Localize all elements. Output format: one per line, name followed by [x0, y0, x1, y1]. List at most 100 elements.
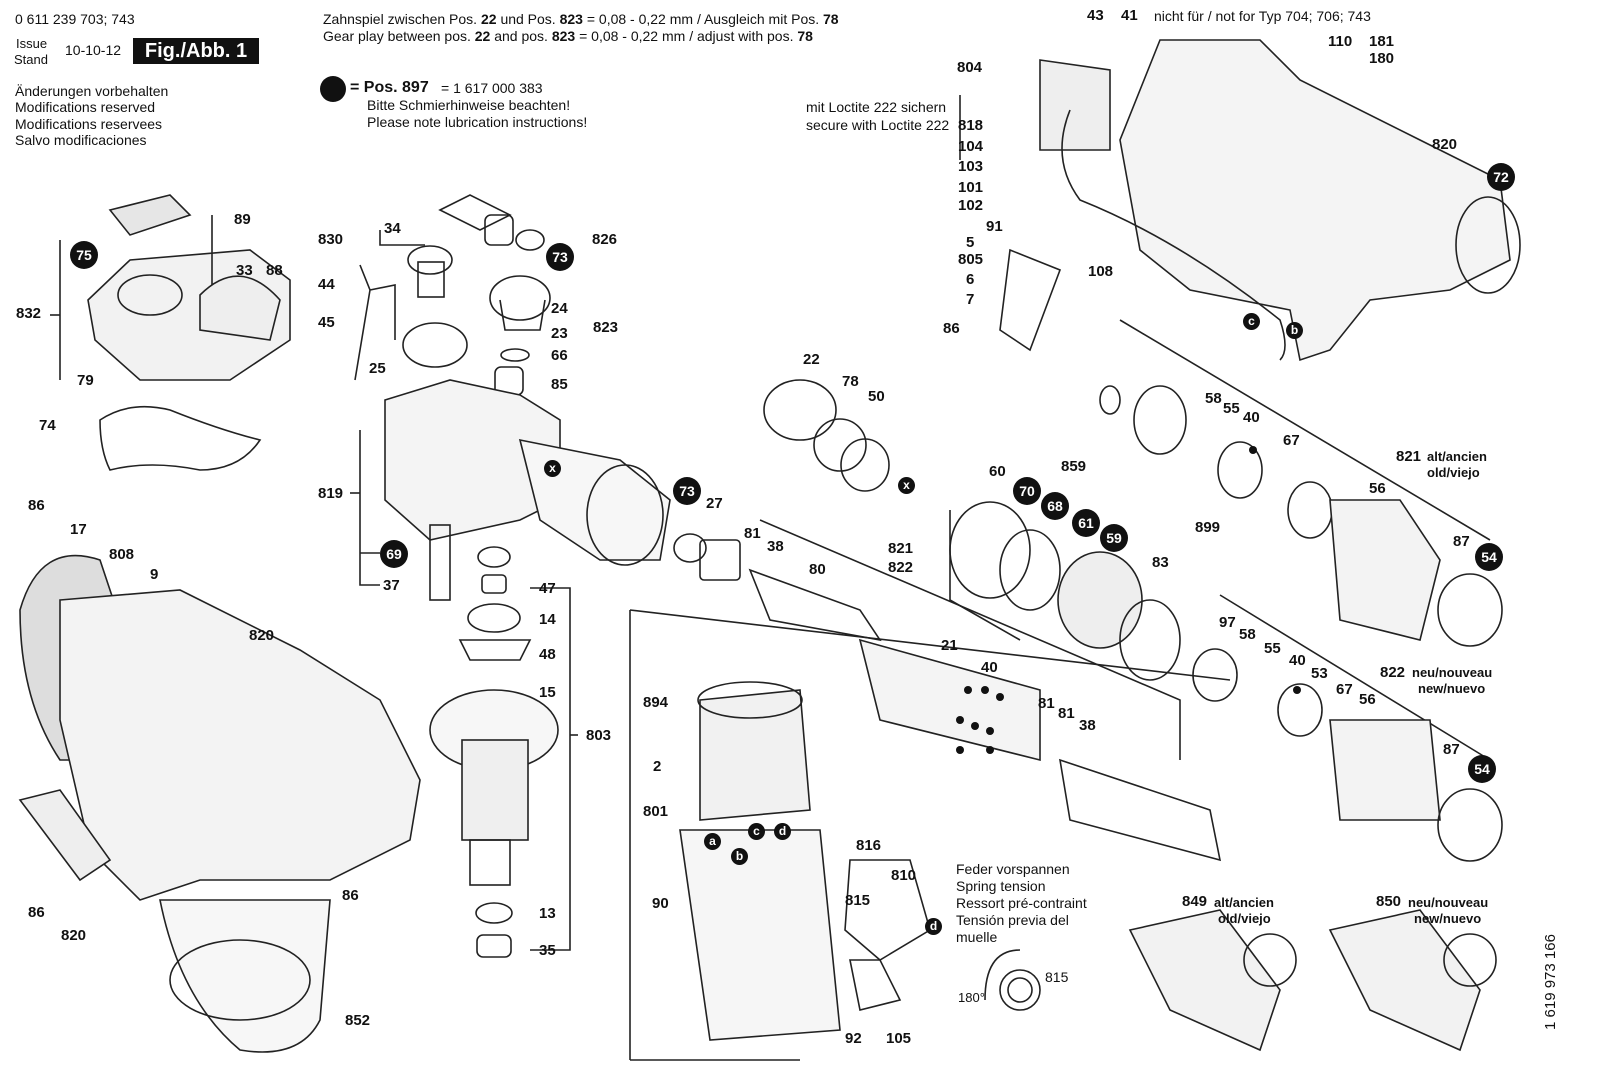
pos-75: 75 [70, 241, 98, 269]
pos-38-b: 38 [1079, 717, 1096, 734]
gear-play-en-c: and pos. [494, 28, 548, 44]
pos-38-a: 38 [767, 538, 784, 555]
pos-88: 88 [266, 262, 283, 279]
pos-80: 80 [809, 561, 826, 578]
note-en: Modifications reserved [15, 99, 156, 115]
part-number-vertical: 1 619 973 166 [1542, 934, 1559, 1030]
pos-894: 894 [643, 694, 669, 711]
pos-81-a: 81 [744, 525, 761, 542]
gear-play-en-a: Gear play between pos. [323, 28, 471, 44]
pos-805: 805 [958, 251, 984, 268]
pos-5: 5 [966, 234, 975, 251]
label-821-text2: old/viejo [1427, 465, 1480, 480]
pos-14: 14 [539, 611, 556, 628]
marker-d-brush: d [925, 918, 942, 935]
pos-43: 43 [1087, 7, 1104, 24]
pos-181: 181 [1369, 33, 1395, 50]
gear-play-en-b: 22 [474, 28, 491, 44]
gear-play-line-de: Zahnspiel zwischen Pos. 22 und Pos. 823 … [323, 12, 839, 27]
brush-holder-drawing [844, 859, 1041, 1011]
pos-37: 37 [383, 577, 400, 594]
pos-801: 801 [643, 803, 669, 820]
pos-823: 823 [593, 319, 619, 336]
main-housing-drawing [18, 554, 421, 1053]
gear-play-de-a: Zahnspiel zwischen Pos. [323, 11, 478, 27]
pos-859: 859 [1061, 458, 1087, 475]
issue-label: Issue [16, 36, 48, 51]
marker-a: a [704, 833, 721, 850]
pos-68: 68 [1041, 492, 1069, 520]
pos-104: 104 [958, 138, 984, 155]
motor-field-drawing [629, 609, 1231, 1061]
pos-59: 59 [1100, 524, 1128, 552]
lubrication-en: Please note lubrication instructions! [367, 114, 588, 130]
spindle-drawing [673, 379, 1222, 862]
pos-91: 91 [986, 218, 1003, 235]
pos-899: 899 [1195, 519, 1221, 536]
pos-66: 66 [551, 347, 568, 364]
pos-103: 103 [958, 158, 984, 175]
pos-89: 89 [234, 211, 251, 228]
pos-47: 47 [539, 580, 556, 597]
pos-820-top: 820 [1432, 136, 1458, 153]
label-849-text1: alt/ancien [1214, 895, 1274, 910]
clutch-drawing [949, 501, 1181, 681]
pos-815: 815 [845, 892, 871, 909]
pos-818: 818 [958, 117, 984, 134]
pos-41: 41 [1121, 7, 1138, 24]
loctite-de: mit Loctite 222 sichern [806, 99, 947, 115]
pos-803: 803 [586, 727, 612, 744]
spring-es: Tensión previa del [956, 912, 1069, 928]
ball-markers [320, 76, 1301, 754]
pos-22: 22 [803, 351, 820, 368]
label-849-num: 849 [1182, 893, 1208, 910]
pos-24: 24 [551, 300, 568, 317]
pos-55-new: 55 [1264, 640, 1281, 657]
issue-date: 10-10-12 [65, 42, 122, 58]
pos-852: 852 [345, 1012, 371, 1029]
lubrication-pos: = Pos. 897 [350, 79, 429, 96]
pos-101: 101 [958, 179, 984, 196]
gear-housing-drawing [350, 379, 671, 586]
pos-40-old: 40 [1243, 409, 1260, 426]
pos-58-old: 58 [1205, 390, 1222, 407]
pos-17: 17 [70, 521, 87, 538]
marker-x-spindle: x [898, 477, 915, 494]
pos-54-new: 54 [1468, 755, 1496, 783]
pos-86-top: 86 [943, 320, 960, 337]
marker-c-top: c [1243, 313, 1260, 330]
label-821-text1: alt/ancien [1427, 449, 1487, 464]
armature-drawing [429, 524, 578, 958]
marker-x-housing: x [544, 460, 561, 477]
pos-15: 15 [539, 684, 556, 701]
pos-23: 23 [551, 325, 568, 342]
pos-67-new: 67 [1336, 681, 1353, 698]
pos-55-old: 55 [1223, 400, 1240, 417]
pos-56-old: 56 [1369, 480, 1386, 497]
pos-74: 74 [39, 417, 56, 434]
pos-822-mid: 822 [888, 559, 914, 576]
pos-83: 83 [1152, 554, 1169, 571]
gear-play-de-d: 823 [559, 11, 583, 27]
pos-58-new: 58 [1239, 626, 1256, 643]
marker-c: c [748, 823, 765, 840]
pos-27: 27 [706, 495, 723, 512]
pos-50: 50 [868, 388, 885, 405]
pos-90: 90 [652, 895, 669, 912]
gear-play-line-en: Gear play between pos. 22 and pos. 823 =… [323, 29, 813, 44]
pos-826: 826 [592, 231, 618, 248]
pos-92: 92 [845, 1030, 862, 1047]
pos-78: 78 [842, 373, 859, 390]
not-for-note: nicht für / not for Typ 704; 706; 743 [1154, 8, 1371, 24]
pos-79: 79 [77, 372, 94, 389]
note-de: Änderungen vorbehalten [15, 83, 169, 99]
pos-87-old: 87 [1453, 533, 1470, 550]
pos-86-bottom: 86 [28, 904, 45, 921]
gear-play-de-f: 78 [823, 11, 839, 27]
pos-69: 69 [380, 540, 408, 568]
label-849-text2: old/viejo [1218, 911, 1271, 926]
spring-en: Spring tension [956, 878, 1046, 894]
label-850-text1: neu/nouveau [1408, 895, 1489, 910]
label-850-text2: new/nuevo [1414, 911, 1482, 926]
pos-25: 25 [369, 360, 386, 377]
